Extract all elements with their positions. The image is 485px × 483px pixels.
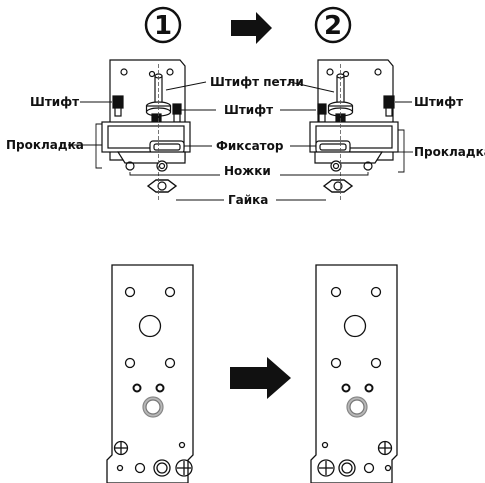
label-pin-left: Штифт: [30, 95, 79, 109]
label-pin-center: Штифт: [224, 103, 273, 117]
label-gasket-left: Прокладка: [6, 138, 84, 152]
right-arrow-icon: [231, 12, 272, 44]
assembly-right: [309, 59, 399, 202]
label-gasket-right: Прокладка: [414, 145, 485, 159]
part-labels: Штифт петли Штифт Штифт Штифт Прокладка …: [6, 75, 485, 207]
step-one-number: 1: [154, 11, 172, 41]
assembly-left: [101, 59, 191, 202]
plate-left: [106, 264, 194, 483]
label-nut: Гайка: [228, 193, 268, 207]
right-arrow-icon-bottom: [230, 357, 291, 399]
plate-right: [310, 264, 398, 483]
label-latch: Фиксатор: [216, 139, 284, 153]
label-legs: Ножки: [224, 164, 271, 178]
step-two-number: 2: [324, 11, 342, 41]
leader-lines: [68, 81, 413, 201]
step-two-badge: 2: [314, 6, 352, 44]
label-pin-right: Штифт: [414, 95, 463, 109]
label-loop-pin: Штифт петли: [210, 75, 304, 89]
step-one-badge: 1: [144, 6, 182, 44]
